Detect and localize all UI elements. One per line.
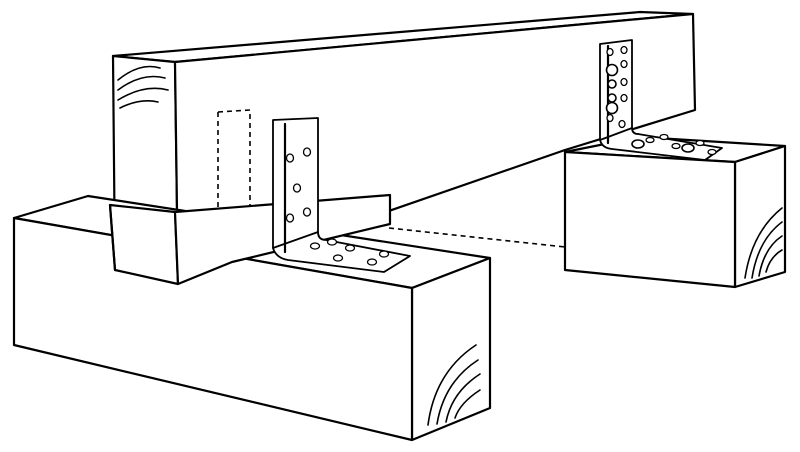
rear-bracket-bolts [605,63,695,153]
front-block-front [12,216,414,442]
rear-block-end-grain [744,207,783,279]
rear-angle-bracket [599,39,723,161]
front-angle-bracket [272,117,411,273]
front-bracket-holes [285,147,390,266]
beam-end-grain [117,65,169,109]
beam-end-face-lower [108,203,180,286]
rear-block-front [563,150,737,289]
front-block-side [410,256,492,442]
front-block-end-grain [427,344,481,426]
rear-bearer-block [563,135,787,289]
front-bracket-vertical-leg [272,117,327,249]
rear-bracket-holes [606,45,717,156]
rear-block-side [733,144,787,289]
